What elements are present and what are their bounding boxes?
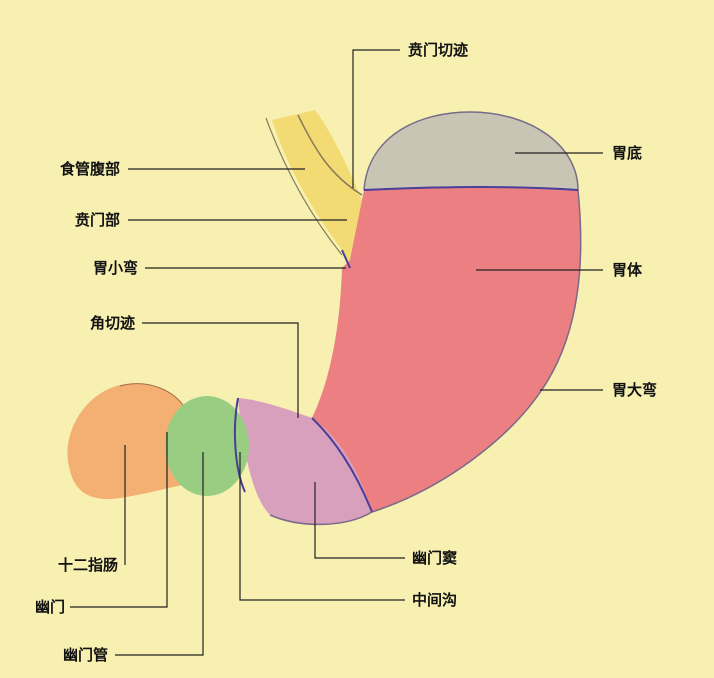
antrum-shape [238, 398, 372, 525]
antrum-boundary [311, 417, 373, 513]
leader-angular-incisure [142, 322, 299, 418]
fundus-boundary [363, 186, 579, 191]
leader-pyloric-antrum [314, 482, 405, 559]
stomach-outline [269, 111, 582, 526]
esophagus-edge-left [265, 117, 343, 256]
stomach-body-shape [312, 187, 581, 512]
pyloric-canal-shape [165, 396, 249, 496]
leader-lines [70, 49, 603, 656]
label-duodenum: 十二指肠 [57, 556, 118, 574]
label-abdominal-esophagus: 食管腹部 [59, 160, 120, 178]
label-pyloric-antrum: 幽门窦 [412, 549, 458, 567]
esophagus-shape [272, 110, 362, 268]
label-pylorus: 幽门 [34, 598, 65, 616]
label-intermediate-sulcus: 中间沟 [412, 591, 458, 609]
label-lesser-curvature: 胃小弯 [92, 259, 138, 277]
leader-pyloric-canal [115, 452, 204, 656]
label-angular-incisure: 角切迹 [89, 314, 135, 332]
label-pyloric-canal: 幽门管 [62, 646, 108, 664]
sulcus-boundary [233, 397, 246, 493]
leader-pylorus [70, 432, 168, 608]
label-fundus: 胃底 [612, 144, 643, 162]
label-greater-curvature: 胃大弯 [612, 381, 658, 399]
duodenum-shape [67, 383, 185, 500]
duodenum-edge [119, 383, 186, 409]
leader-cardiac-notch [352, 49, 400, 188]
label-body: 胃体 [612, 261, 643, 279]
leader-intermediate-sulcus [239, 452, 405, 601]
fundus-shape [364, 112, 578, 190]
esophagus-edge [297, 114, 363, 196]
cardia-boundary [341, 249, 351, 269]
label-cardiac-notch: 贲门切迹 [408, 41, 469, 59]
label-cardia: 贲门部 [74, 211, 120, 229]
